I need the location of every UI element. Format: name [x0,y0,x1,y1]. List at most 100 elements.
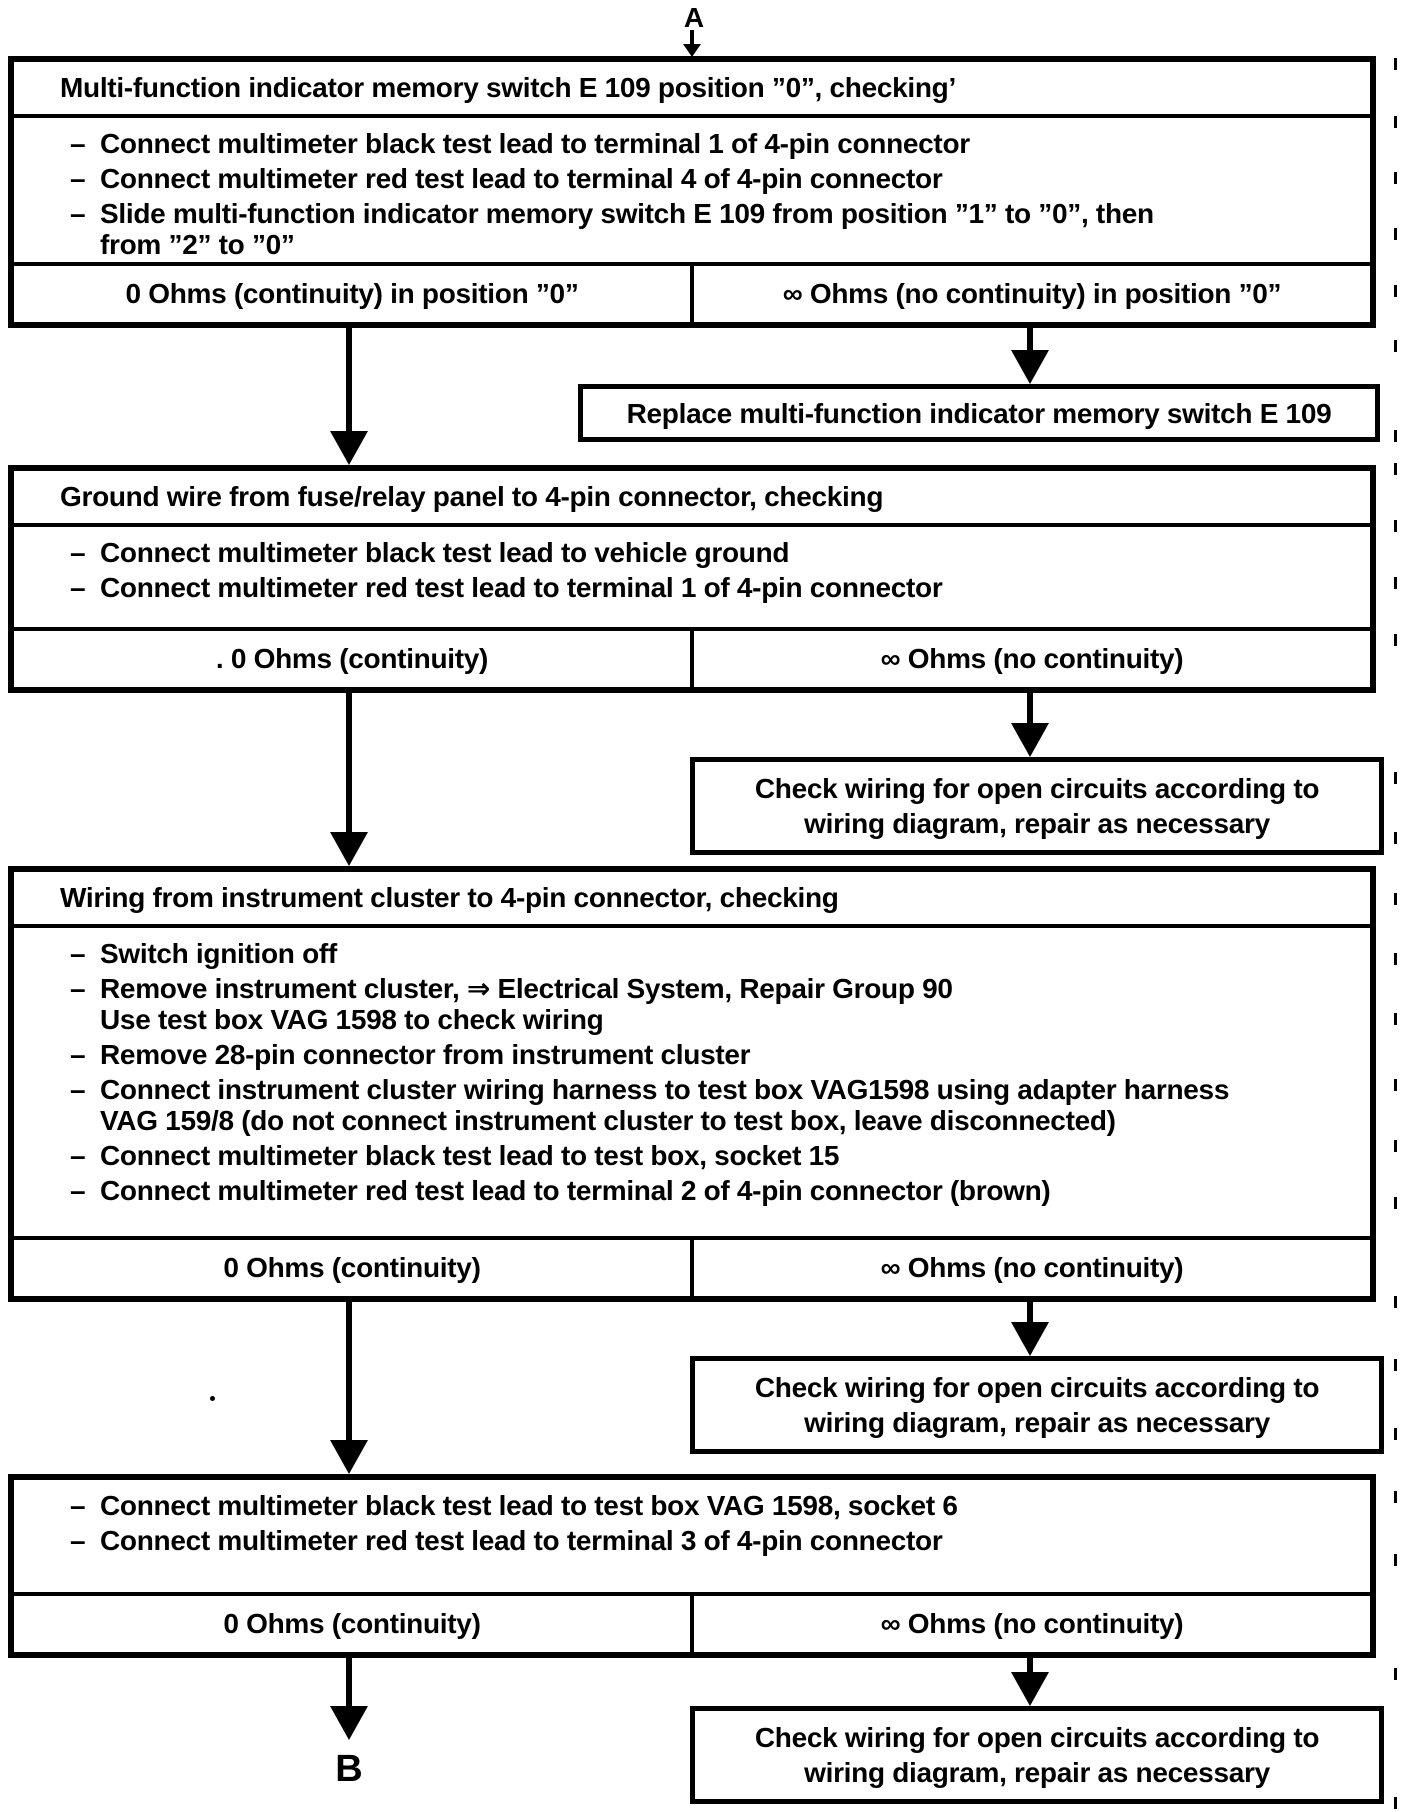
down-arrow [330,328,368,465]
page-edge-mark [1394,772,1397,784]
result-fail-cell: ∞ Ohms (no continuity) [690,1240,1370,1296]
bullet-dash: – [70,973,86,1004]
arrow-stem [346,328,352,431]
page-edge-mark [1394,228,1397,240]
arrow-stem [1027,328,1033,352]
bullet-dash: – [70,128,86,159]
down-arrow [330,1302,368,1474]
arrowhead [1011,723,1049,757]
arrowhead [1011,1672,1049,1706]
step-3-box: Wiring from instrument cluster to 4-pin … [8,866,1376,1302]
page-edge-mark [1394,1197,1397,1209]
action-text: Check wiring for open circuits according… [754,1722,1320,1788]
result-fail-text: ∞ Ohms (no continuity) [880,1608,1184,1639]
step-2-instructions: – Connect multimeter black test lead to … [14,527,1370,627]
bullet-dash: – [70,1175,86,1206]
instruction-item: – Connect instrument cluster wiring harn… [70,1074,1356,1136]
bullet-dash: – [70,1140,86,1171]
result-ok-text: 0 Ohms (continuity) in position ”0” [125,278,579,309]
page-edge-mark [1394,520,1397,532]
arrowhead [330,832,368,866]
step-1-box: Multi-function indicator memory switch E… [8,56,1376,328]
step-4-instructions: – Connect multimeter black test lead to … [14,1480,1370,1592]
result-fail-text: ∞ Ohms (no continuity) [880,643,1184,674]
action-text: Check wiring for open circuits according… [754,1372,1320,1438]
bullet-dash: – [70,198,86,229]
connector-b-label: B [335,1748,363,1790]
page-edge-mark [1394,172,1397,184]
page-edge-mark [1394,832,1397,844]
page-edge-mark [1394,1554,1397,1566]
connector-a-down-arrow-icon [682,30,702,57]
page-edge-mark [1394,1359,1397,1371]
instruction-item: – Remove 28-pin connector from instrumen… [70,1039,1356,1070]
result-ok-cell: 0 Ohms (continuity) [14,1596,690,1652]
result-fail-text: ∞ Ohms (no continuity) [880,1252,1184,1283]
page-edge-mark [1394,1668,1397,1680]
page-edge-mark [1394,893,1397,905]
step-3-title: Wiring from instrument cluster to 4-pin … [14,872,1370,928]
instruction-item: – Connect multimeter black test lead to … [70,537,1356,568]
instruction-item: – Connect multimeter black test lead to … [70,1140,1356,1171]
step-3-result-row: 0 Ohms (continuity) ∞ Ohms (no continuit… [14,1236,1370,1296]
result-ok-text: 0 Ohms (continuity) [223,1252,481,1283]
instruction-item: – Connect multimeter red test lead to te… [70,572,1356,603]
check-wiring-action-box-2: Check wiring for open circuits according… [690,1356,1384,1454]
result-ok-cell: 0 Ohms (continuity) in position ”0” [14,266,690,322]
instruction-item: – Connect multimeter black test lead to … [70,128,1356,159]
result-ok-cell: . 0 Ohms (continuity) [14,631,690,687]
action-text: Replace multi-function indicator memory … [626,397,1332,429]
result-fail-text: ∞ Ohms (no continuity) in position ”0” [782,278,1282,309]
step-1-result-row: 0 Ohms (continuity) in position ”0” ∞ Oh… [14,262,1370,322]
arrow-stem [346,1302,352,1440]
page-edge-mark [1394,1296,1397,1308]
page-edge-mark [1394,577,1397,589]
instruction-text: Connect multimeter black test lead to ve… [100,537,790,568]
step-2-result-row: . 0 Ohms (continuity) ∞ Ohms (no continu… [14,627,1370,687]
down-arrow [1011,1302,1049,1356]
check-wiring-action-box-3: Check wiring for open circuits according… [690,1706,1384,1804]
check-wiring-action-box-1: Check wiring for open circuits according… [690,757,1384,855]
arrowhead [330,431,368,465]
step-3-title-text: Wiring from instrument cluster to 4-pin … [60,882,839,913]
instruction-text: Switch ignition off [100,938,337,969]
arrow-stem [346,693,352,832]
page-edge-mark [1394,634,1397,646]
page-edge-mark [1394,116,1397,128]
step-2-title-text: Ground wire from fuse/relay panel to 4-p… [60,481,884,512]
page-edge-mark [1394,285,1397,297]
instruction-text: Connect multimeter red test lead to term… [100,1175,1051,1206]
step-1-instructions: – Connect multimeter black test lead to … [14,118,1370,262]
page-edge-mark [1394,430,1397,442]
page-edge-mark [1394,58,1397,70]
result-fail-cell: ∞ Ohms (no continuity) [690,1596,1370,1652]
result-ok-text: 0 Ohms (continuity) [223,1608,481,1639]
bullet-dash: – [70,163,86,194]
page-edge-mark [1394,1013,1397,1025]
arrowhead [1011,1322,1049,1356]
instruction-text: Connect multimeter black test lead to te… [100,1140,840,1171]
connector-a-label: A [683,2,705,33]
instruction-item: – Connect multimeter black test lead to … [70,1490,1356,1521]
scan-artifact-dot [210,1396,215,1401]
arrowhead [1011,350,1049,384]
result-ok-cell: 0 Ohms (continuity) [14,1240,690,1296]
result-fail-cell: ∞ Ohms (no continuity) [690,631,1370,687]
page-edge-mark [1394,1491,1397,1503]
instruction-text: Remove instrument cluster, ⇒ Electrical … [100,973,953,1035]
down-arrow [1011,693,1049,757]
instruction-text: Connect multimeter red test lead to term… [100,572,943,603]
step-4-box: – Connect multimeter black test lead to … [8,1474,1376,1658]
instruction-text: Connect multimeter black test lead to te… [100,128,970,159]
instruction-text: Connect multimeter black test lead to te… [100,1490,958,1521]
step-2-box: Ground wire from fuse/relay panel to 4-p… [8,465,1376,693]
arrow-stem [1027,1302,1033,1324]
page-edge-mark [1394,463,1397,475]
instruction-item: – Slide multi-function indicator memory … [70,198,1356,260]
result-ok-text: . 0 Ohms (continuity) [215,643,489,674]
arrow-stem [1027,693,1033,723]
instruction-text: Slide multi-function indicator memory sw… [100,198,1154,260]
instruction-text: Connect instrument cluster wiring harnes… [100,1074,1230,1136]
step-1-title-text: Multi-function indicator memory switch E… [60,72,956,103]
